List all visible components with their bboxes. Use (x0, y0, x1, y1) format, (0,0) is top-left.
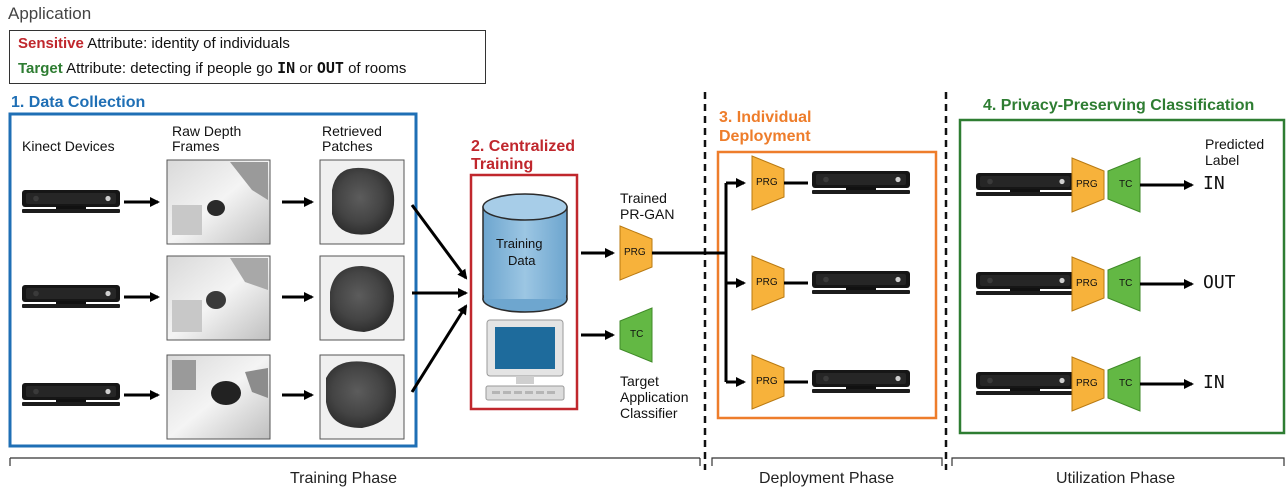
deployed-kinect-icon-1 (812, 171, 910, 194)
sensitive-attribute-line: Sensitive Attribute: identity of individ… (18, 35, 290, 52)
deployment-phase-bracket (711, 457, 943, 466)
target-attribute-line: Target Attribute: detecting if people go… (18, 59, 406, 77)
sensitive-keyword: Sensitive (18, 35, 84, 52)
deployed-prg-text-2: PRG (756, 277, 778, 288)
target-or: or (295, 60, 317, 77)
centralized-training-title-1: 2. Centralized (471, 138, 576, 155)
kinect-device-icon-2 (22, 285, 120, 308)
predicted-output-3: IN (1203, 372, 1225, 393)
deployed-prg-text-1: PRG (756, 177, 778, 188)
classifier-label-3: Classifier (620, 405, 678, 421)
deployment-phase-label: Deployment Phase (759, 470, 895, 487)
computer-icon (485, 319, 565, 401)
retrieved-patch-2 (319, 255, 405, 341)
training-phase-bracket (9, 457, 701, 466)
application-title: Application (8, 4, 92, 23)
target-out-label: OUT (316, 59, 344, 77)
deployed-kinect-icon-3 (812, 370, 910, 393)
sensitive-text: Attribute: identity of individuals (83, 35, 290, 52)
raw-depth-label-1: Raw Depth (172, 123, 242, 139)
util-tc-text-1: TC (1119, 179, 1133, 190)
retrieved-patch-1 (319, 159, 405, 245)
privacy-classification-box (958, 118, 1286, 435)
kinect-device-icon-1 (22, 190, 120, 213)
util-prg-text-3: PRG (1076, 378, 1098, 389)
predicted-label-2: Label (1205, 152, 1240, 168)
data-collection-title: 1. Data Collection (11, 94, 146, 111)
training-data-label-1: Training (496, 236, 543, 251)
raw-depth-frame-3 (166, 354, 271, 440)
retrieved-patches-label-1: Retrieved (322, 123, 382, 139)
target-in-label: IN (277, 59, 296, 77)
util-prg-text-1: PRG (1076, 179, 1098, 190)
trained-tc-text: TC (630, 329, 644, 340)
arrow-patch-to-training-3 (410, 304, 468, 393)
data-collection-box (8, 112, 418, 448)
util-tc-text-3: TC (1119, 378, 1133, 389)
predicted-label-1: Predicted (1205, 136, 1265, 152)
retrieved-patch-3 (319, 354, 405, 440)
individual-deployment-title-2: Deployment (719, 128, 811, 145)
util-prg-text-2: PRG (1076, 278, 1098, 289)
utilization-phase-label: Utilization Phase (1056, 470, 1176, 487)
raw-depth-frame-2 (166, 255, 271, 341)
training-database-icon (482, 193, 568, 313)
classifier-label-2: Application (620, 389, 689, 405)
raw-depth-label-2: Frames (172, 138, 220, 154)
predicted-output-1: IN (1203, 173, 1225, 194)
target-keyword: Target (18, 60, 63, 77)
target-text-2: of rooms (343, 60, 407, 77)
util-kinect-icon-3 (976, 372, 1074, 395)
training-phase-label: Training Phase (290, 470, 398, 487)
predicted-output-2: OUT (1203, 272, 1236, 293)
retrieved-patches-label-2: Patches (322, 138, 373, 154)
individual-deployment-title-1: 3. Individual (719, 109, 812, 126)
kinect-devices-label: Kinect Devices (22, 138, 115, 154)
target-text-1: Attribute: detecting if people go (62, 60, 278, 77)
individual-deployment-box (716, 150, 938, 420)
raw-depth-frame-1 (166, 159, 271, 245)
util-kinect-icon-2 (976, 272, 1074, 295)
kinect-device-icon-3 (22, 383, 120, 406)
centralized-training-title-2: Training (471, 156, 534, 173)
deployed-prg-text-3: PRG (756, 376, 778, 387)
util-tc-text-2: TC (1119, 278, 1133, 289)
trained-label-2: PR-GAN (620, 206, 675, 222)
privacy-classification-title: 4. Privacy-Preserving Classification (983, 97, 1255, 114)
classifier-label-1: Target (620, 373, 659, 389)
centralized-training-box (469, 173, 579, 411)
utilization-phase-bracket (951, 457, 1285, 466)
arrow-patch-to-training-1 (410, 204, 468, 280)
deployed-kinect-icon-2 (812, 271, 910, 294)
attribute-legend: Sensitive Attribute: identity of individ… (9, 30, 486, 84)
trained-prg-text: PRG (624, 247, 646, 258)
trained-label-1: Trained (620, 190, 667, 206)
training-data-label-2: Data (508, 253, 536, 268)
util-kinect-icon-1 (976, 173, 1074, 196)
